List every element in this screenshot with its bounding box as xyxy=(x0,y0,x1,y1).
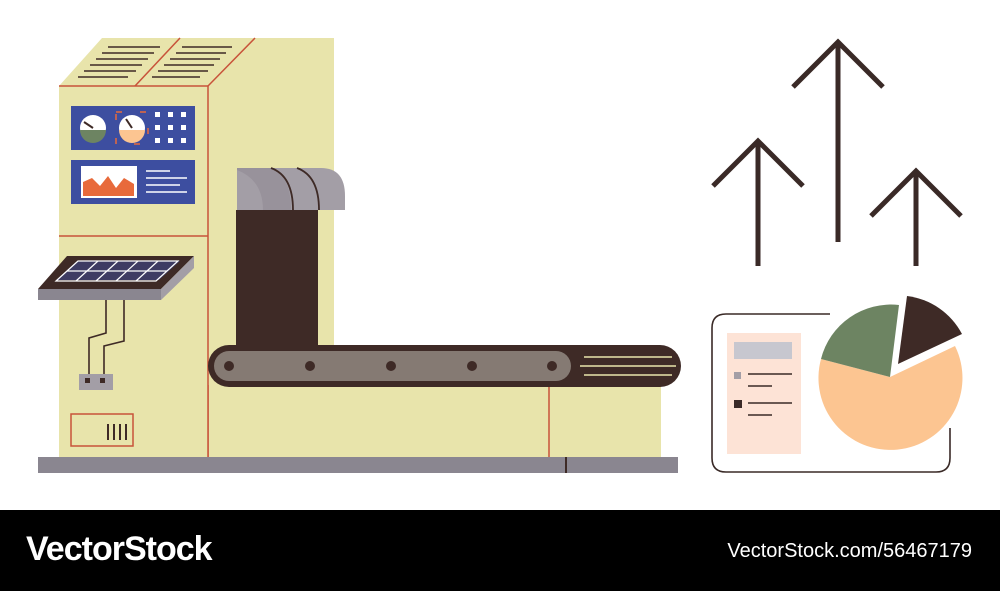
conveyor-base xyxy=(208,385,661,457)
outlet-opening xyxy=(236,210,318,350)
roller xyxy=(386,361,396,371)
report-card xyxy=(727,333,801,454)
arrow-up-icon xyxy=(711,137,805,266)
pie-slice-green xyxy=(821,304,899,377)
brand-logo[interactable]: VectorStock xyxy=(26,530,213,568)
floor-strip xyxy=(38,457,678,473)
arrow-up-icon xyxy=(869,167,963,266)
roller xyxy=(547,361,557,371)
gauge-panel xyxy=(71,106,195,150)
outlet-hood xyxy=(237,167,345,211)
arrow-up-icon xyxy=(791,38,885,242)
conveyor-belt xyxy=(208,345,681,387)
footer-bar: VectorStock VectorStock.com/56467179 xyxy=(0,510,1000,591)
monitor-panel xyxy=(71,160,195,204)
junction-box xyxy=(79,374,113,390)
roller xyxy=(305,361,315,371)
pie-chart xyxy=(818,296,963,450)
cabinet-top xyxy=(59,38,334,86)
growth-arrows-icon xyxy=(711,38,963,266)
roller xyxy=(467,361,477,371)
label-plate xyxy=(70,413,134,447)
roller xyxy=(224,361,234,371)
illustration xyxy=(38,37,963,473)
report-frame xyxy=(711,313,951,473)
image-id-text: VectorStock.com/56467179 xyxy=(727,540,972,562)
pie-slice-dark xyxy=(898,296,962,364)
pie-chart-report-icon xyxy=(711,296,963,473)
control-desk xyxy=(38,256,194,390)
top-vents xyxy=(78,46,232,78)
pie-slice-orange xyxy=(818,346,963,450)
conveyor-machine-icon xyxy=(38,37,681,473)
